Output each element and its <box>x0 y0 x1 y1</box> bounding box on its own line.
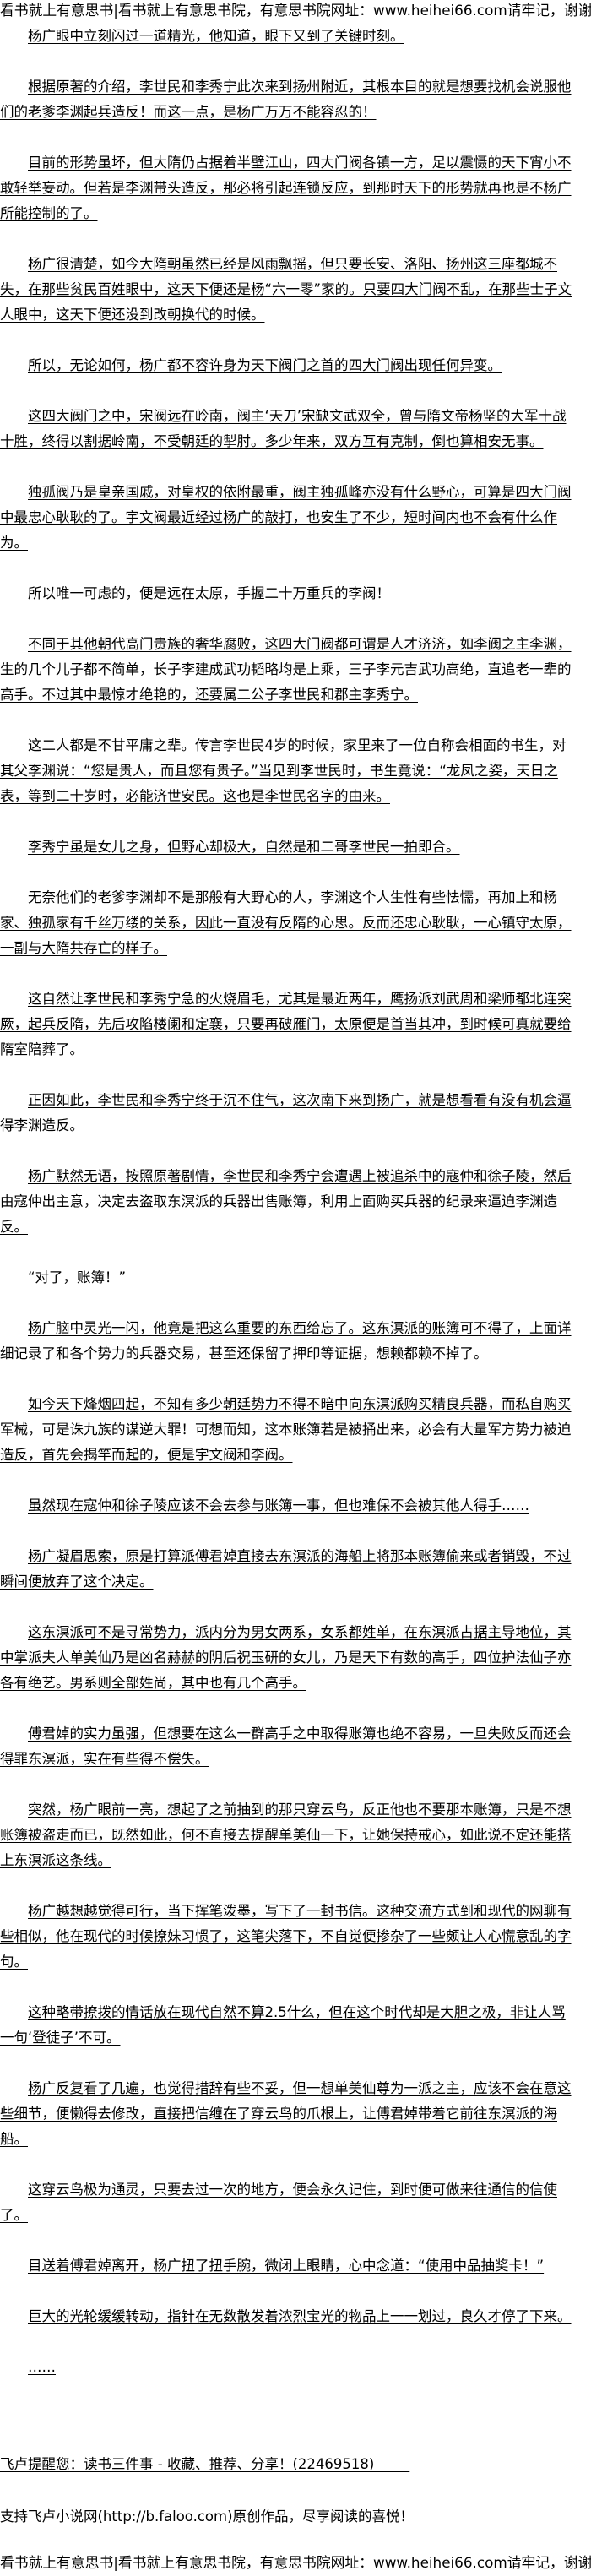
chapter-paragraph: 这四大阀门之中，宋阀远在岭南，阀主‘天刀’宋缺文武双全，曾与隋文帝杨坚的大军十战… <box>0 408 567 449</box>
chapter-footer: 飞卢提醒您：读书三件事 - 收藏、推荐、分享！(22469518) 支持飞卢小说… <box>0 2452 591 2557</box>
chapter-paragraph: 突然，杨广眼前一亮，想起了之前抽到的那只穿云鸟，反正他也不要那本账簿，只是不想账… <box>0 1802 572 1868</box>
chapter-paragraph: 所以，无论如何，杨广都不容许身为天下阀门之首的四大门阀出现任何异变。 <box>28 357 502 373</box>
chapter-paragraph: 正因如此，李世民和李秀宁终于沉不住气，这次南下来到扬广，就是想看看有没有机会逼得… <box>0 1092 572 1133</box>
chapter-paragraph: 目送着傅君婥离开，杨广扭了扭手腕，微闭上眼睛，心中念道：“使用中品抽奖卡！” <box>28 2258 545 2274</box>
chapter-content: 杨广眼中立刻闪过一道精光，他知道，眼下又到了关键时刻。根据原著的介绍，李世民和李… <box>0 24 572 2405</box>
chapter-paragraph: 杨广脑中灵光一闪，他竟是把这么重要的东西给忘了。这东溟派的账簿可不得了，上面详细… <box>0 1320 572 1361</box>
chapter-paragraph: 不同于其他朝代高门贵族的奢华腐败，这四大门阀都可谓是人才济济，如李阀之主李渊，生… <box>0 636 572 703</box>
chapter-paragraph: 独孤阀乃是皇亲国戚，对皇权的依附最重，阀主独孤峰亦没有什么野心，可算是四大门阀中… <box>0 484 572 551</box>
chapter-paragraph: …… <box>28 2359 56 2375</box>
chapter-paragraph: 杨广很清楚，如今大隋朝虽然已经是风雨飘摇，但只要长安、洛阳、扬州这三座都城不失，… <box>0 256 572 323</box>
chapter-paragraph: 这种略带撩拨的情话放在现代自然不算2.5什么，但在这个时代却是大胆之极，非让人骂… <box>0 2004 566 2046</box>
chapter-paragraph: 所以唯一可虑的，便是远在太原，手握二十万重兵的李阀！ <box>28 585 390 601</box>
chapter-paragraph: 杨广凝眉思索，原是打算派傅君婥直接去东溟派的海船上将那本账簿偷来或者销毁，不过瞬… <box>0 1548 572 1590</box>
chapter-paragraph: 这二人都是不甘平庸之辈。传言李世民4岁的时候，家里来了一位自称会相面的书生，对其… <box>0 737 567 804</box>
chapter-paragraph: 如今天下烽烟四起，不知有多少朝廷势力不得不暗中向东溟派购买精良兵器，而私自购买军… <box>0 1396 572 1463</box>
chapter-paragraph: 根据原著的介绍，李世民和李秀宁此次来到扬州附近，其根本目的就是想要找机会说服他们… <box>0 79 572 120</box>
chapter-paragraph: 这自然让李世民和李秀宁急的火烧眉毛，尤其是最近两年，鹰扬派刘武周和梁师都北连突厥… <box>0 991 572 1057</box>
chapter-paragraph: 杨广越想越觉得可行，当下挥笔泼墨，写下了一封书信。这种交流方式到和现代的网聊有些… <box>0 1903 572 1970</box>
faloo-support-link[interactable]: 支持飞卢小说网(http://b.faloo.com)原创作品，尽享阅读的喜悦！ <box>0 2508 476 2524</box>
chapter-paragraph: 这东溟派可不是寻常势力，派内分为男女两系，女系都姓单，在东溟派占据主导地位，其中… <box>0 1624 572 1691</box>
chapter-paragraph: 杨广眼中立刻闪过一道精光，他知道，眼下又到了关键时刻。 <box>28 28 404 44</box>
chapter-paragraph: “对了，账簿！” <box>28 1269 127 1285</box>
chapter-paragraph: 无奈他们的老爹李渊却不是那般有大野心的人，李渊这个人生性有些怯懦，再加上和杨家、… <box>0 889 572 956</box>
chapter-paragraph: 杨广反复看了几遍，也觉得措辞有些不妥，但一想单美仙尊为一派之主，应该不会在意这些… <box>0 2080 572 2147</box>
faloo-reminder: 飞卢提醒您：读书三件事 - 收藏、推荐、分享！(22469518) <box>0 2456 410 2472</box>
chapter-paragraph: 这穿云鸟极为通灵，只要去过一次的地方，便会永久记住，到时便可做来往通信的信使了。 <box>0 2182 557 2223</box>
chapter-paragraph: 杨广默然无语，按照原著剧情，李世民和李秀宁会遭遇上被追杀中的寇仲和徐子陵，然后由… <box>0 1168 572 1235</box>
chapter-paragraph: 巨大的光轮缓缓转动，指针在无数散发着浓烈宝光的物品上一一划过，良久才停了下来。 <box>28 2308 572 2324</box>
site-banner-bottom: 看书就上有意思书|看书就上有意思书院，有意思书院网址：www.heihei66.… <box>0 2554 591 2571</box>
chapter-paragraph: 虽然现在寇仲和徐子陵应该不会去参与账簿一事，但也难保不会被其他人得手…… <box>28 1497 529 1514</box>
site-banner-top: 看书就上有意思书|看书就上有意思书院，有意思书院网址：www.heihei66.… <box>0 2 591 19</box>
chapter-paragraph: 目前的形势虽坏，但大隋仍占据着半壁江山，四大门阀各镇一方，足以震慑的天下宵小不敢… <box>0 155 572 221</box>
chapter-paragraph: 傅君婥的实力虽强，但想要在这么一群高手之中取得账簿也绝不容易，一旦失败反而还会得… <box>0 1725 572 1767</box>
chapter-paragraph: 李秀宁虽是女儿之身，但野心却极大，自然是和二哥李世民一拍即合。 <box>28 839 460 855</box>
